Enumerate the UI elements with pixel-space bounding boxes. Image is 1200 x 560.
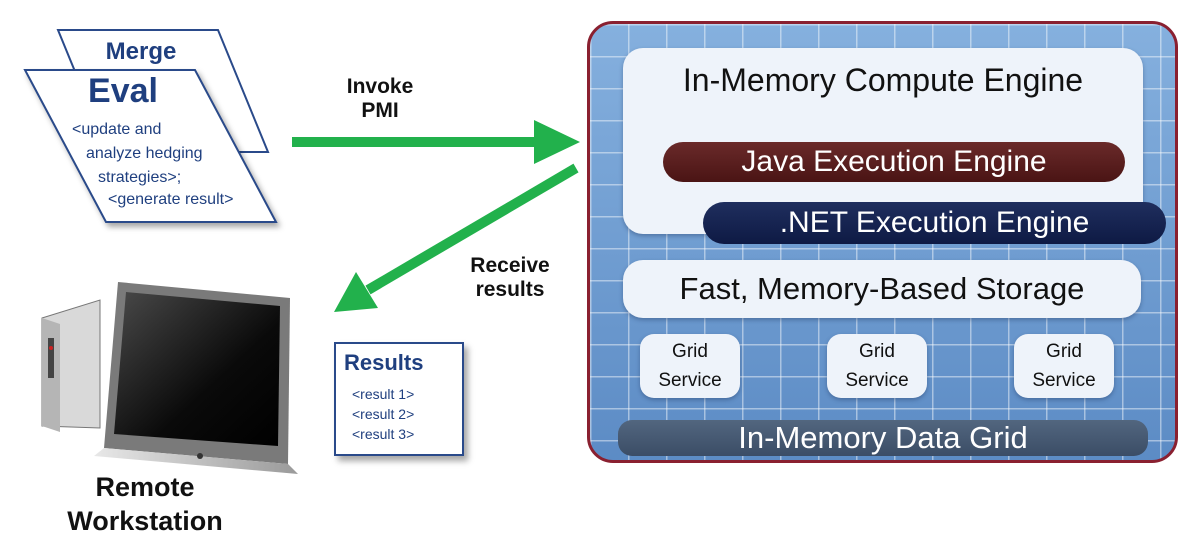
grid-service-box: Grid Service [827,334,927,398]
eval-line: <update and [72,121,162,138]
grid-service-line1: Grid [859,341,895,362]
eval-line: <generate result> [108,191,234,208]
result-item: <result 1> [352,386,415,402]
eval-line: analyze hedging [86,145,203,162]
grid-service-line2: Service [658,370,722,391]
tower-icon [41,299,101,432]
data-grid-bar: In-Memory Data Grid [618,420,1148,456]
grid-service-line1: Grid [1046,341,1082,362]
workstation-illustration [41,282,298,474]
invoke-arrow [292,120,580,164]
grid-service-line2: Service [1032,370,1096,391]
grid-service-box: Grid Service [640,334,740,398]
workstation-caption: Remote Workstation [40,470,250,538]
storage-box: Fast, Memory-Based Storage [623,260,1141,318]
grid-service-line2: Service [845,370,909,391]
workstation-caption-line1: Remote [95,472,195,502]
invoke-label-line1: Invoke [346,75,414,98]
receive-label-line2: results [475,278,545,301]
result-item: <result 2> [352,406,415,422]
compute-engine-box: In-Memory Compute Engine Java Execution … [623,48,1166,244]
workstation-caption-line2: Workstation [67,506,223,536]
merge-title: Merge [105,38,177,65]
grid-service-box: Grid Service [1014,334,1114,398]
grid-service-line1: Grid [672,341,708,362]
monitor-icon [94,282,298,474]
invoke-label: Invoke PMI [340,75,420,123]
receive-label: Receive results [460,254,560,302]
result-item: <result 3> [352,426,415,442]
results-title: Results [344,350,424,375]
compute-engine-title: In-Memory Compute Engine [682,62,1084,98]
receive-label-line1: Receive [470,254,550,277]
receive-arrow [334,163,579,312]
in-memory-data-grid-panel: In-Memory Compute Engine Java Execution … [587,21,1178,463]
java-execution-engine: Java Execution Engine [663,142,1125,182]
code-cards [23,29,278,223]
eval-line: strategies>; [98,169,182,186]
eval-title: Eval [88,72,158,110]
eval-card [23,69,278,223]
invoke-label-line2: PMI [361,99,399,122]
results-card: Results <result 1> <result 2> <result 3> [334,342,464,456]
net-execution-engine: .NET Execution Engine [703,202,1166,244]
